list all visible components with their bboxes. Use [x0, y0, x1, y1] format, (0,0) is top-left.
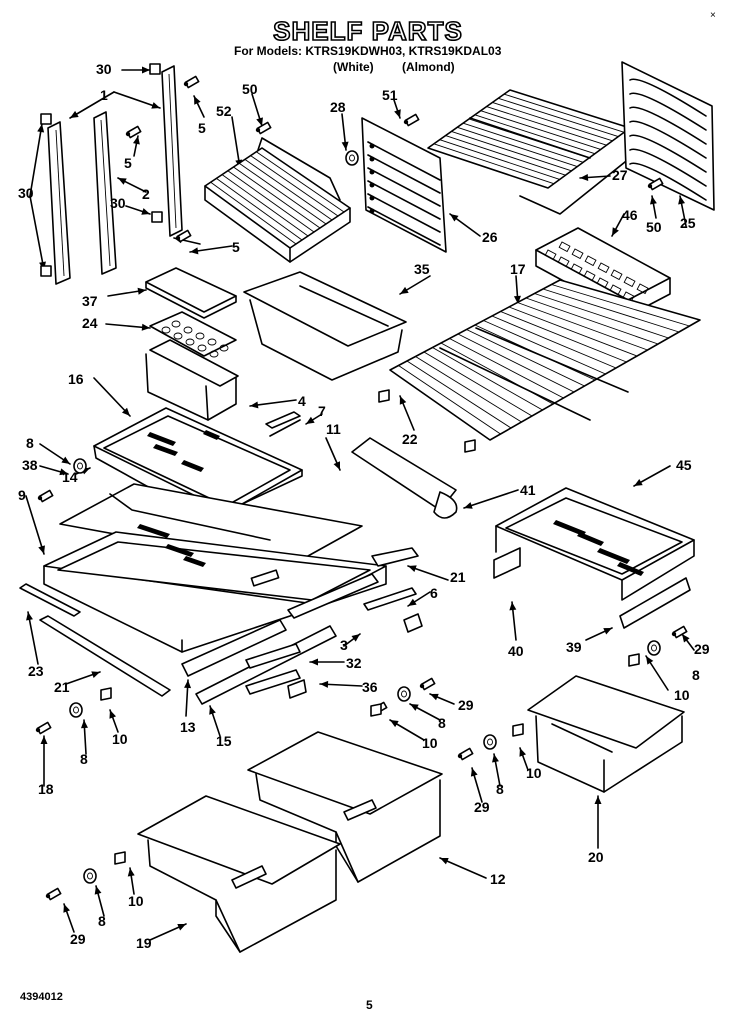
crisper-drawer-middle [247, 731, 443, 883]
callout-label: 35 [414, 261, 430, 277]
callout-label: 50 [646, 219, 662, 235]
wire-shelf-top [427, 89, 641, 215]
callout-label: 2 [142, 186, 150, 202]
callout-label: 12 [490, 871, 506, 887]
callout-label: 30 [96, 61, 112, 77]
callout-label: 52 [216, 103, 232, 119]
callout-label: 11 [326, 421, 341, 437]
crisper-cover-assembly [43, 483, 387, 653]
callout-label: 10 [112, 731, 128, 747]
callout-label: 8 [26, 435, 34, 451]
callout-label: 29 [694, 641, 710, 657]
callout-label: 22 [402, 431, 418, 447]
crisper-support-rails [19, 547, 423, 705]
callout-label: 24 [82, 315, 98, 331]
color-label-white: (White) [333, 60, 374, 74]
callout-label: 18 [38, 781, 54, 797]
callout-label: 27 [612, 167, 628, 183]
callout-label: 41 [520, 482, 536, 498]
egg-tray [149, 311, 237, 358]
callout-label: 21 [54, 679, 70, 695]
crisper-drawer-right [527, 675, 685, 793]
shelf-rail-left [40, 63, 183, 285]
callout-label: 17 [510, 261, 526, 277]
callout-label: 29 [474, 799, 490, 815]
document-number: 4394012 [20, 991, 63, 1003]
callout-label: 37 [82, 293, 98, 309]
wall-bracket-right [621, 61, 715, 211]
diagram-title: SHELF PARTS [272, 15, 463, 47]
callout-label: 10 [422, 735, 438, 751]
callout-label: 29 [70, 931, 86, 947]
glass-shelf-upper [93, 407, 303, 521]
color-label-almond: (Almond) [402, 60, 455, 74]
callout-label: 36 [362, 679, 378, 695]
callout-label: 8 [496, 781, 504, 797]
callout-label: 15 [216, 733, 232, 749]
callout-label: 23 [28, 663, 44, 679]
callout-label: 4 [298, 393, 306, 409]
callout-label: 8 [692, 667, 700, 683]
models-line: For Models: KTRS19KDWH03, KTRS19KDAL03 [234, 44, 502, 58]
callout-label: 25 [680, 215, 696, 231]
shelf-trim-small [265, 411, 301, 437]
callout-label: 51 [382, 87, 398, 103]
callout-label: 3 [340, 637, 348, 653]
callout-label: 29 [458, 697, 474, 713]
shelf-bracket [361, 117, 447, 253]
deli-pan [243, 271, 407, 381]
page-number: 5 [366, 998, 373, 1012]
callout-label: 8 [438, 715, 446, 731]
fasteners [35, 75, 688, 901]
callout-label: 16 [68, 371, 84, 387]
callout-label: 10 [674, 687, 690, 703]
corner-mark: × [710, 10, 716, 21]
callout-label: 5 [198, 120, 206, 136]
callout-label: 40 [508, 643, 524, 659]
leader-lines [25, 66, 695, 941]
callout-label: 10 [526, 765, 542, 781]
callout-label: 10 [128, 893, 144, 909]
crisper-drawer-front [137, 795, 341, 953]
dairy-bin [145, 339, 239, 421]
callout-label: 8 [98, 913, 106, 929]
callout-label: 21 [450, 569, 466, 585]
callout-label: 28 [330, 99, 346, 115]
callout-label: 30 [18, 185, 34, 201]
crisper-roller-rail [351, 437, 458, 519]
callout-label: 45 [676, 457, 692, 473]
callout-label: 50 [242, 81, 258, 97]
callout-label: 5 [232, 239, 240, 255]
callout-label: 6 [430, 585, 438, 601]
callout-label: 8 [80, 751, 88, 767]
callout-label: 26 [482, 229, 498, 245]
wire-shelf-long [389, 279, 701, 441]
callout-label: 1 [100, 87, 108, 103]
callout-label: 46 [622, 207, 638, 223]
callout-label: 32 [346, 655, 362, 671]
callout-label: 19 [136, 935, 152, 951]
callout-label: 30 [110, 195, 126, 211]
callout-label: 13 [180, 719, 196, 735]
wire-basket [204, 137, 351, 263]
callout-label: 14 [62, 469, 78, 485]
callout-label: 20 [588, 849, 604, 865]
callout-label: 7 [318, 403, 326, 419]
callout-label: 38 [22, 457, 38, 473]
glass-shelf-right [493, 487, 695, 629]
egg-tray-lid [145, 267, 237, 319]
callout-label: 39 [566, 639, 582, 655]
callout-label: 9 [18, 487, 26, 503]
callout-label: 5 [124, 155, 132, 171]
